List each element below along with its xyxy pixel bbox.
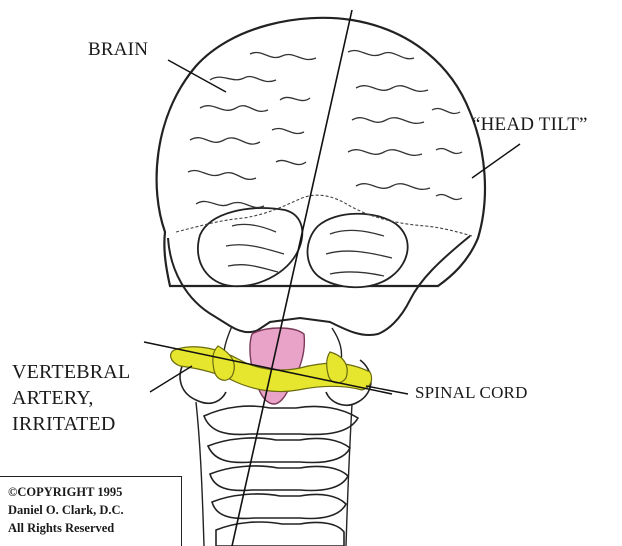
vertebral-artery-label-line1: VERTEBRAL xyxy=(12,359,130,385)
vertebral-artery-label: VERTEBRAL ARTERY, IRRITATED xyxy=(12,359,130,437)
copyright-line2: Daniel O. Clark, D.C. xyxy=(8,501,181,519)
head-tilt-label: “HEAD TILT” xyxy=(472,114,588,136)
vertebral-artery-label-line3: IRRITATED xyxy=(12,411,130,437)
cerebellum-right xyxy=(308,214,408,288)
copyright-line3: All Rights Reserved xyxy=(8,519,181,537)
copyright-box: ©COPYRIGHT 1995 Daniel O. Clark, D.C. Al… xyxy=(0,476,182,546)
brain-label: BRAIN xyxy=(88,39,148,61)
vertebral-artery-label-line2: ARTERY, xyxy=(12,385,130,411)
spinal-cord-label: SPINAL CORD xyxy=(415,383,528,403)
copyright-line1: ©COPYRIGHT 1995 xyxy=(8,483,181,501)
